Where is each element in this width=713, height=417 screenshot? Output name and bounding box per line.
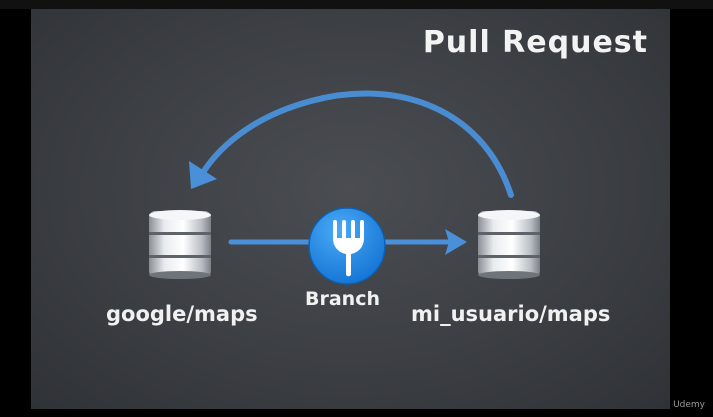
pull-request-arrow bbox=[189, 90, 514, 198]
slide-title: Pull Request bbox=[422, 25, 648, 60]
database-icon bbox=[478, 210, 540, 279]
branch-label: Branch bbox=[305, 288, 380, 310]
top-bar bbox=[0, 0, 713, 9]
slide: Pull Request google/maps Branch mi_usuar… bbox=[31, 9, 670, 409]
database-icon bbox=[149, 210, 211, 279]
fork-repo-label: mi_usuario/maps bbox=[411, 302, 611, 326]
udemy-watermark: Udemy bbox=[673, 400, 705, 410]
fork-icon bbox=[308, 207, 386, 285]
source-repo-label: google/maps bbox=[106, 302, 258, 326]
diagram-canvas bbox=[149, 90, 540, 285]
